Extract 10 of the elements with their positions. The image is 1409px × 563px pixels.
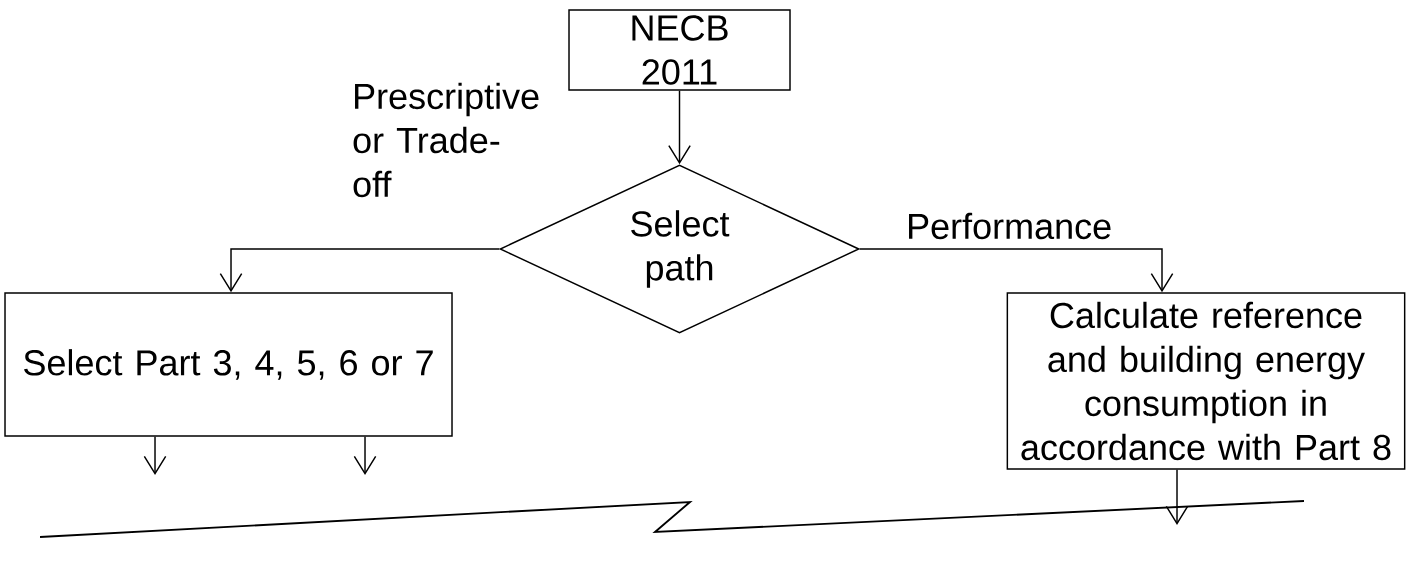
arrow (219, 248, 500, 293)
arrow (859, 248, 1174, 293)
arrow (143, 436, 167, 475)
process-box: Calculate reference and building energy consumption in accordance with Part 8 (1006, 292, 1406, 470)
edge-label: Performance (909, 212, 1111, 240)
process-box: Select Part 3, 4, 5, 6 or 7 (4, 292, 453, 437)
arrow (353, 436, 377, 475)
arrow (1165, 469, 1189, 525)
arrow (668, 90, 691, 165)
process-box: NECB 2011 (568, 9, 791, 91)
